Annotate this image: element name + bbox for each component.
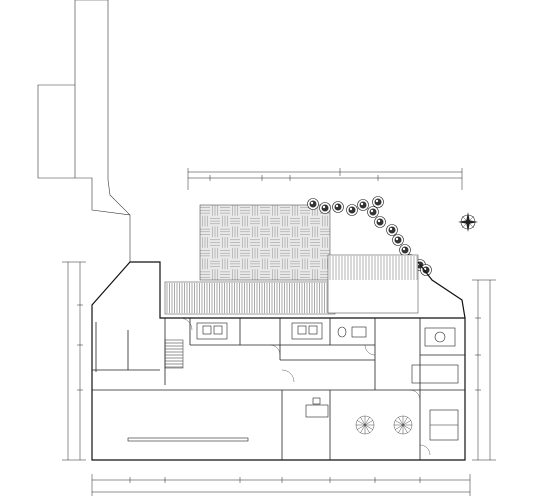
tree-icon	[399, 244, 411, 256]
long-counter	[127, 437, 249, 442]
tree-icon	[307, 198, 319, 210]
neighbouring-building	[37, 0, 160, 263]
tree-icon	[420, 264, 432, 276]
top-dimension-chain	[187, 168, 463, 190]
tree-icon	[386, 224, 398, 236]
paved-courtyard	[199, 204, 331, 281]
tree-icon	[392, 234, 404, 246]
north-arrow-icon	[458, 212, 478, 232]
building-outline	[91, 261, 466, 461]
tree-icon	[372, 196, 384, 208]
tree-icon	[367, 206, 379, 218]
bottom-dimension-chain	[91, 474, 471, 496]
stair-icon	[164, 339, 184, 369]
ceiling-fan-icon	[355, 415, 413, 435]
tree-icon	[357, 199, 369, 211]
interior-walls	[92, 318, 465, 460]
right-dimension-chain	[472, 279, 496, 461]
tree-row	[307, 196, 432, 276]
tree-icon	[319, 202, 331, 214]
timber-deck	[164, 254, 419, 315]
furniture	[196, 322, 459, 441]
left-dimension-chain	[62, 261, 86, 461]
door-swings	[179, 317, 431, 456]
tree-icon	[346, 204, 358, 216]
tree-icon	[332, 201, 344, 213]
tree-icon	[374, 216, 386, 228]
